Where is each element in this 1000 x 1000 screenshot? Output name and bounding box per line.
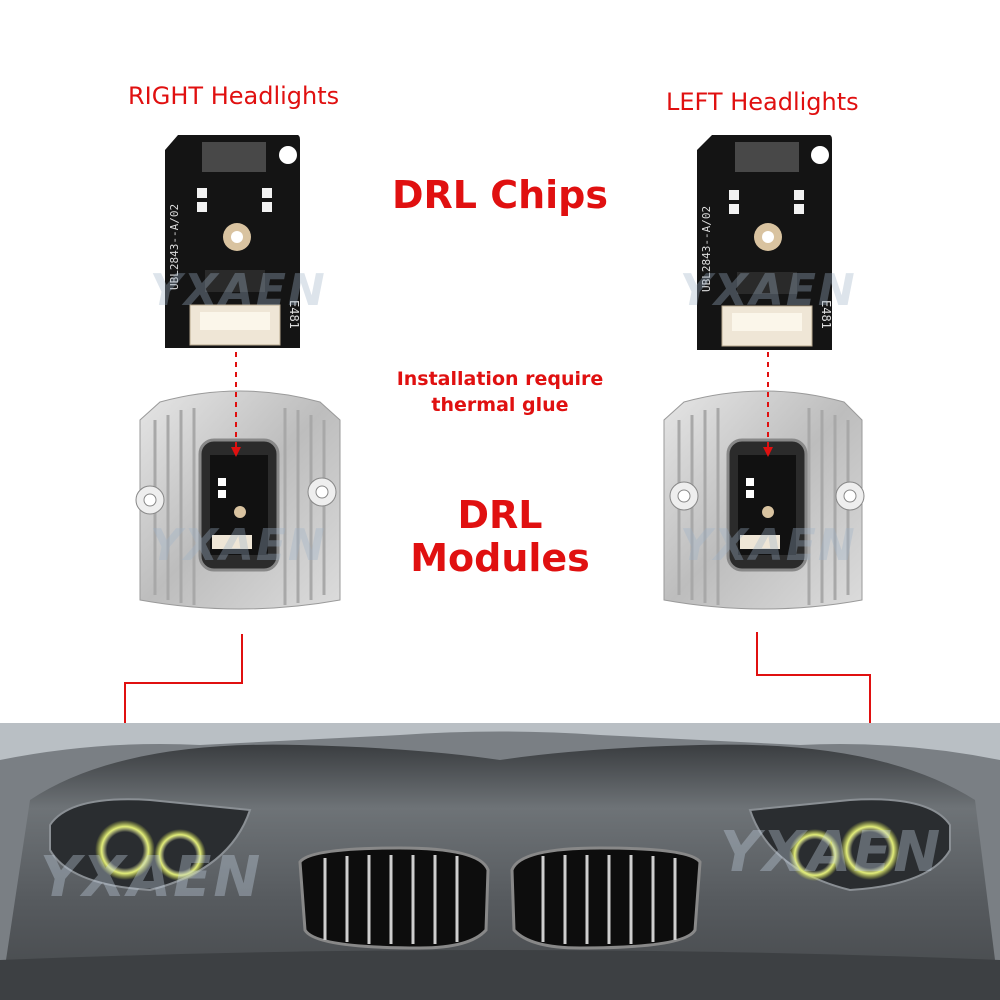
left-drl-module: [663, 390, 865, 610]
left-drl-chip: UBL2843--A/02 E481: [697, 135, 833, 350]
watermark-car-right: YXAEN: [40, 845, 263, 910]
installation-note: Installation require thermal glue: [370, 366, 630, 418]
left-kidney-grille: [510, 846, 702, 950]
watermark-car-left: YXAEN: [720, 820, 943, 885]
drl-chips-title: DRL Chips: [391, 173, 609, 217]
right-chip-mark: E481: [287, 300, 301, 329]
watermark-right-module: YXAEN: [150, 520, 327, 571]
installation-note-line2: thermal glue: [431, 394, 569, 416]
right-drl-module: [135, 390, 341, 610]
watermark-right-chip: YXAEN: [150, 265, 327, 316]
left-headlights-label: LEFT Headlights: [666, 88, 859, 116]
watermark-left-chip: YXAEN: [680, 265, 857, 316]
left-chip-part-code: UBL2843--A/02: [700, 206, 713, 292]
right-drl-chip: UBL2843--A/02 E481: [165, 135, 301, 348]
installation-note-line1: Installation require: [396, 368, 604, 390]
drl-modules-title: DRL Modules: [380, 494, 620, 579]
right-halo-outer: [95, 820, 155, 880]
right-halo-inner: [154, 829, 206, 881]
watermark-left-module: YXAEN: [680, 520, 857, 571]
car-front-photo: [0, 723, 1000, 1000]
right-headlights-label: RIGHT Headlights: [128, 82, 340, 110]
right-kidney-grille: [298, 846, 490, 950]
drl-modules-line1: DRL: [457, 493, 543, 537]
left-halo-inner: [789, 829, 841, 881]
left-chip-mark: E481: [819, 300, 833, 329]
left-halo-outer: [840, 820, 900, 880]
right-chip-part-code: UBL2843--A/02: [168, 204, 181, 290]
drl-modules-line2: Modules: [410, 535, 590, 580]
